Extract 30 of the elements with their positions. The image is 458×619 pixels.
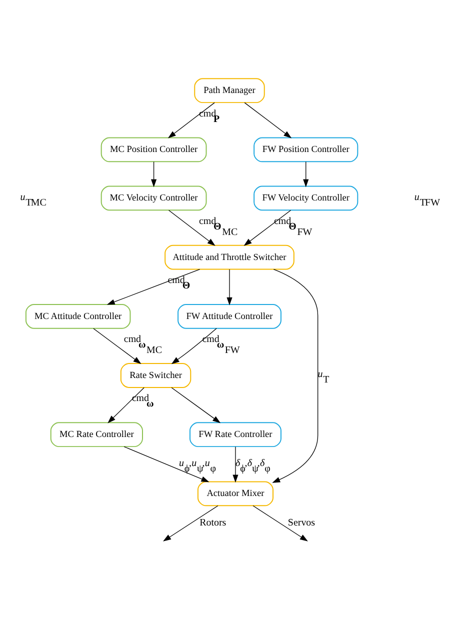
node-box: MC Position Controller (100, 136, 207, 162)
node-box: Path Manager (194, 78, 265, 103)
arrow (151, 160, 157, 187)
edge-label: Servos (288, 517, 316, 528)
arrow (244, 102, 292, 138)
arrow (272, 268, 318, 482)
arrow (124, 446, 210, 482)
arrow (93, 328, 142, 364)
arrow (168, 102, 215, 138)
arrow (252, 504, 308, 541)
node-box: FW Attitude Controller (178, 303, 282, 328)
node-box: Attitude and Throttle Switcher (164, 244, 294, 270)
node-box: Rate Switcher (120, 362, 192, 388)
arrow (168, 209, 216, 246)
arrow (244, 209, 292, 246)
node-box: MC Attitude Controller (25, 303, 131, 328)
node-box: FW Rate Controller (189, 422, 282, 447)
arrow (163, 504, 218, 541)
arrow (108, 386, 144, 423)
node-box: FW Velocity Controller (254, 185, 358, 210)
arrow (106, 268, 200, 304)
arrow (303, 160, 309, 187)
node-box: MC Rate Controller (50, 422, 143, 447)
arrow (171, 386, 221, 423)
arrow (226, 268, 232, 305)
arrow (171, 328, 217, 364)
node-box: Actuator Mixer (197, 480, 274, 506)
edge-label: Rotors (200, 517, 226, 528)
node-box: FW Position Controller (254, 136, 358, 162)
node-box: MC Velocity Controller (100, 185, 207, 210)
